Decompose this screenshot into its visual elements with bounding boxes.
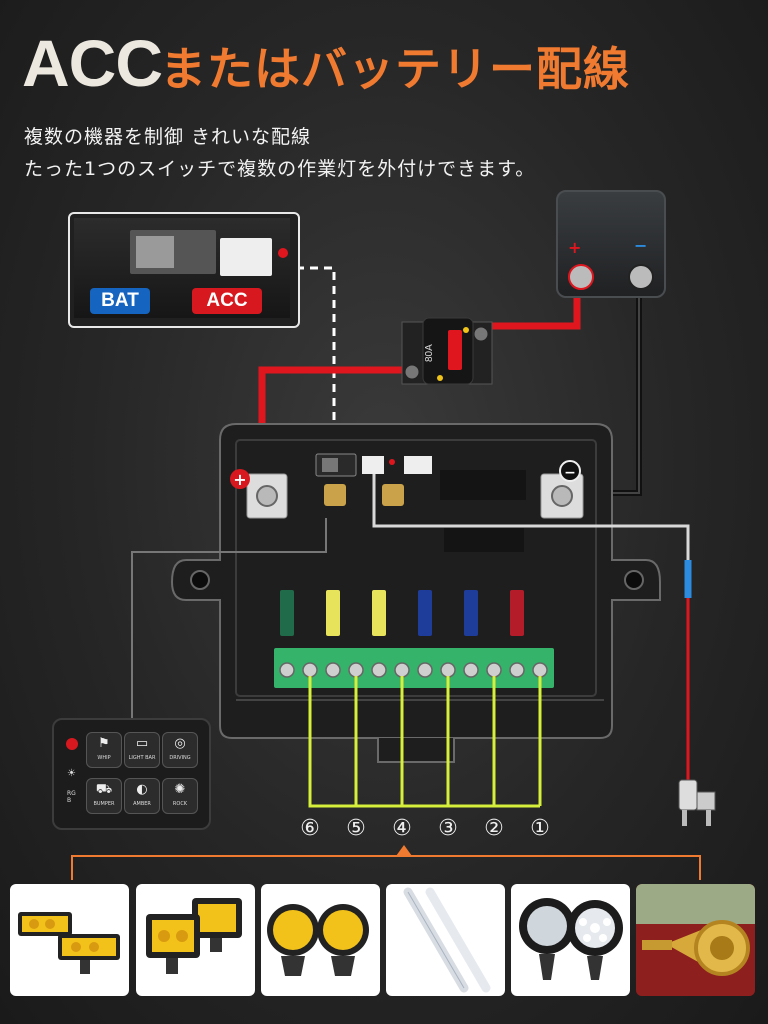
amber-button[interactable]: ◐ AMBER — [124, 778, 160, 814]
channel-6-label: ⑥ — [300, 816, 320, 841]
car-icon: ⛟ — [95, 782, 113, 797]
add-a-fuse-icon — [678, 779, 716, 826]
channel-5-label: ⑤ — [346, 816, 366, 841]
flag-icon: ⚑ — [98, 736, 110, 751]
bumper-button[interactable]: ⛟ BUMPER — [86, 778, 122, 814]
acc-signal-wire — [372, 474, 690, 560]
battery-positive-post — [568, 264, 594, 290]
terminal-screws — [279, 662, 548, 678]
channel-2-label: ② — [484, 816, 504, 841]
amber-cube-lights-icon — [136, 884, 255, 996]
module-positive-symbol: + — [233, 470, 246, 489]
air-horn-icon — [636, 884, 755, 996]
rgb-label: RGB — [67, 790, 76, 804]
driving-lights-icon: ◎ — [174, 736, 186, 751]
light-bar-icon: ▭ — [135, 736, 149, 751]
driving-button[interactable]: ◎ DRIVING — [162, 732, 198, 768]
brightness-icon: ☀ — [67, 768, 76, 779]
terminal-strip — [274, 648, 554, 688]
inset-connector — [220, 238, 272, 276]
breaker-rating: 80A — [424, 344, 435, 362]
power-icon — [66, 738, 78, 750]
circuit-breaker — [401, 317, 493, 385]
switch-panel-controller: ☀ RGB ⚑WHIP ▭LIGHT BAR ◎DRIVING ⛟BUMPER … — [52, 718, 211, 830]
title-acc: ACC — [22, 26, 163, 100]
products-bracket — [71, 855, 701, 880]
module-negative-terminal — [540, 460, 584, 519]
battery-negative-post — [628, 264, 654, 290]
fuse-bank — [280, 590, 524, 636]
inset-led — [278, 248, 288, 258]
rock-light-icon: ✺ — [174, 782, 186, 797]
whip-label: WHIP — [97, 755, 111, 761]
round-white-work-lights-icon — [511, 884, 630, 996]
light-bar-button[interactable]: ▭ LIGHT BAR — [124, 732, 160, 768]
amber-label: AMBER — [133, 801, 151, 807]
battery-negative-symbol: − — [634, 236, 648, 255]
amber-light-pods-icon — [10, 884, 129, 996]
driving-label: DRIVING — [169, 755, 191, 761]
battery: + − — [556, 190, 666, 298]
module-positive-terminal — [230, 469, 288, 519]
controller-cable — [131, 518, 327, 718]
bumper-label: BUMPER — [93, 801, 115, 807]
light-bar-label: LIGHT BAR — [128, 755, 156, 761]
rock-button[interactable]: ✺ ROCK — [162, 778, 198, 814]
bat-acc-switch-inset: BAT ACC — [68, 212, 300, 328]
acc-label: ACC — [192, 288, 262, 314]
output-wires — [308, 676, 542, 808]
subtitle-line-2: たった1つのスイッチで複数の作業灯を外付けできます。 — [24, 158, 536, 180]
module-negative-symbol: − — [564, 465, 576, 481]
module-switch-and-connectors — [315, 453, 432, 506]
channel-3-label: ③ — [438, 816, 458, 841]
subtitle-line-1: 複数の機器を制御 きれいな配線 — [24, 126, 312, 148]
led-tube-lights-icon — [386, 884, 505, 996]
inset-switch-toggle — [136, 236, 174, 268]
rock-label: ROCK — [172, 801, 188, 807]
battery-positive-symbol: + — [568, 238, 582, 257]
round-amber-lights-icon — [261, 884, 380, 996]
title-japanese: またはバッテリー配線 — [160, 42, 630, 96]
headlight-icon: ◐ — [136, 782, 148, 797]
bracket-arrow — [396, 845, 412, 856]
bat-label: BAT — [90, 288, 150, 314]
switch-link-dashed — [296, 266, 336, 452]
whip-button[interactable]: ⚑ WHIP — [86, 732, 122, 768]
channel-1-label: ① — [530, 816, 550, 841]
channel-4-label: ④ — [392, 816, 412, 841]
